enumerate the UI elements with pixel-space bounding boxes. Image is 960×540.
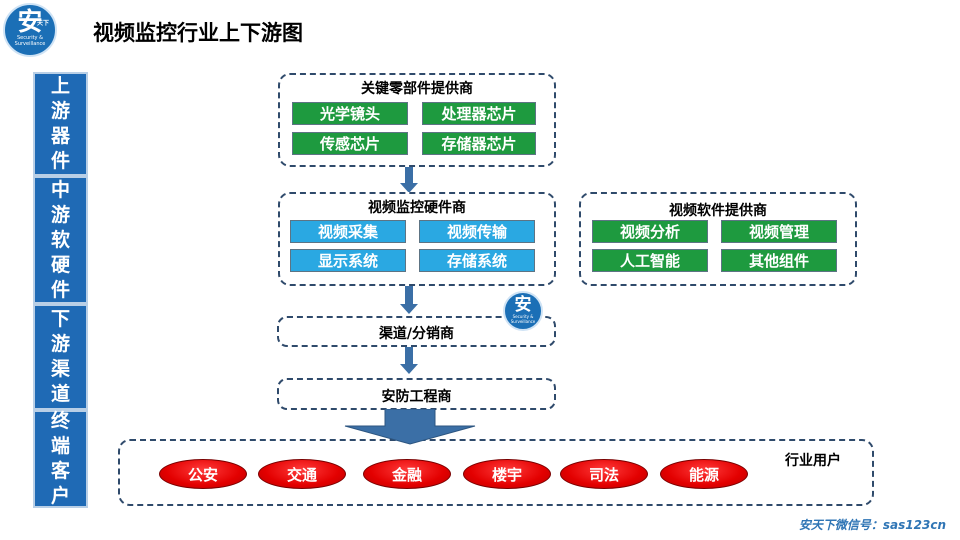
component-optical-lens: 光学镜头 [292, 102, 408, 125]
watermark-logo: 安 Security & Surveillance [503, 291, 543, 331]
stage-upstream: 上游器件 [33, 72, 88, 176]
big-down-arrow [344, 409, 476, 445]
logo-sub-2: Surveillance [14, 41, 46, 47]
watermark-logo-mark: 安 [514, 294, 532, 315]
component-memory-chip: 存储器芯片 [422, 132, 536, 155]
footer-wechat-id: 安天下微信号：sas123cn [798, 518, 946, 532]
user-public-security: 公安 [159, 459, 247, 489]
logo-mark: 安 [17, 7, 43, 36]
arrow-shaft-2 [405, 286, 413, 305]
component-video-capture: 视频采集 [290, 220, 406, 243]
stage-downstream: 下游渠道 [33, 304, 88, 410]
page-title: 视频监控行业上下游图 [93, 21, 303, 45]
watermark-logo-sub-2: Surveillance [510, 318, 536, 324]
logo-sub-1: Security & [16, 35, 44, 41]
arrow-head-2 [400, 304, 418, 314]
arrow-shaft-1 [405, 167, 413, 184]
hardware-title: 视频监控硬件商 [368, 200, 466, 216]
component-other: 其他组件 [721, 249, 837, 272]
component-video-analytics: 视频分析 [592, 220, 708, 243]
component-processor-chip: 处理器芯片 [422, 102, 536, 125]
user-finance: 金融 [363, 459, 451, 489]
stage-midstream-label: 中游软硬件 [50, 178, 70, 301]
stage-end-customer: 终端客户 [33, 410, 88, 508]
stage-midstream: 中游软硬件 [33, 176, 88, 304]
watermark-logo-sub-1: Security & [512, 313, 534, 319]
stage-upstream-label: 上游器件 [50, 75, 70, 172]
channel-title: 渠道/分销商 [378, 326, 455, 342]
component-video-management: 视频管理 [721, 220, 837, 243]
user-buildings: 楼宇 [463, 459, 551, 489]
component-sensor-chip: 传感芯片 [292, 132, 408, 155]
integrator-title: 安防工程商 [381, 389, 452, 405]
component-ai: 人工智能 [592, 249, 708, 272]
stage-end-customer-label: 终端客户 [50, 410, 70, 507]
stage-downstream-label: 下游渠道 [50, 308, 70, 405]
user-judiciary: 司法 [560, 459, 648, 489]
user-energy: 能源 [660, 459, 748, 489]
brand-logo: 安 天下 Security & Surveillance [3, 3, 57, 57]
component-display-system: 显示系统 [290, 249, 406, 272]
users-title: 行业用户 [785, 453, 841, 469]
arrow-shaft-3 [405, 347, 413, 365]
software-title: 视频软件提供商 [669, 203, 767, 219]
user-transportation: 交通 [258, 459, 346, 489]
component-storage-system: 存储系统 [419, 249, 535, 272]
arrow-head-3 [400, 364, 418, 374]
logo-tag: 天下 [36, 20, 49, 27]
component-video-transmission: 视频传输 [419, 220, 535, 243]
upstream-title: 关键零部件提供商 [361, 81, 473, 97]
arrow-head-1 [400, 183, 418, 193]
